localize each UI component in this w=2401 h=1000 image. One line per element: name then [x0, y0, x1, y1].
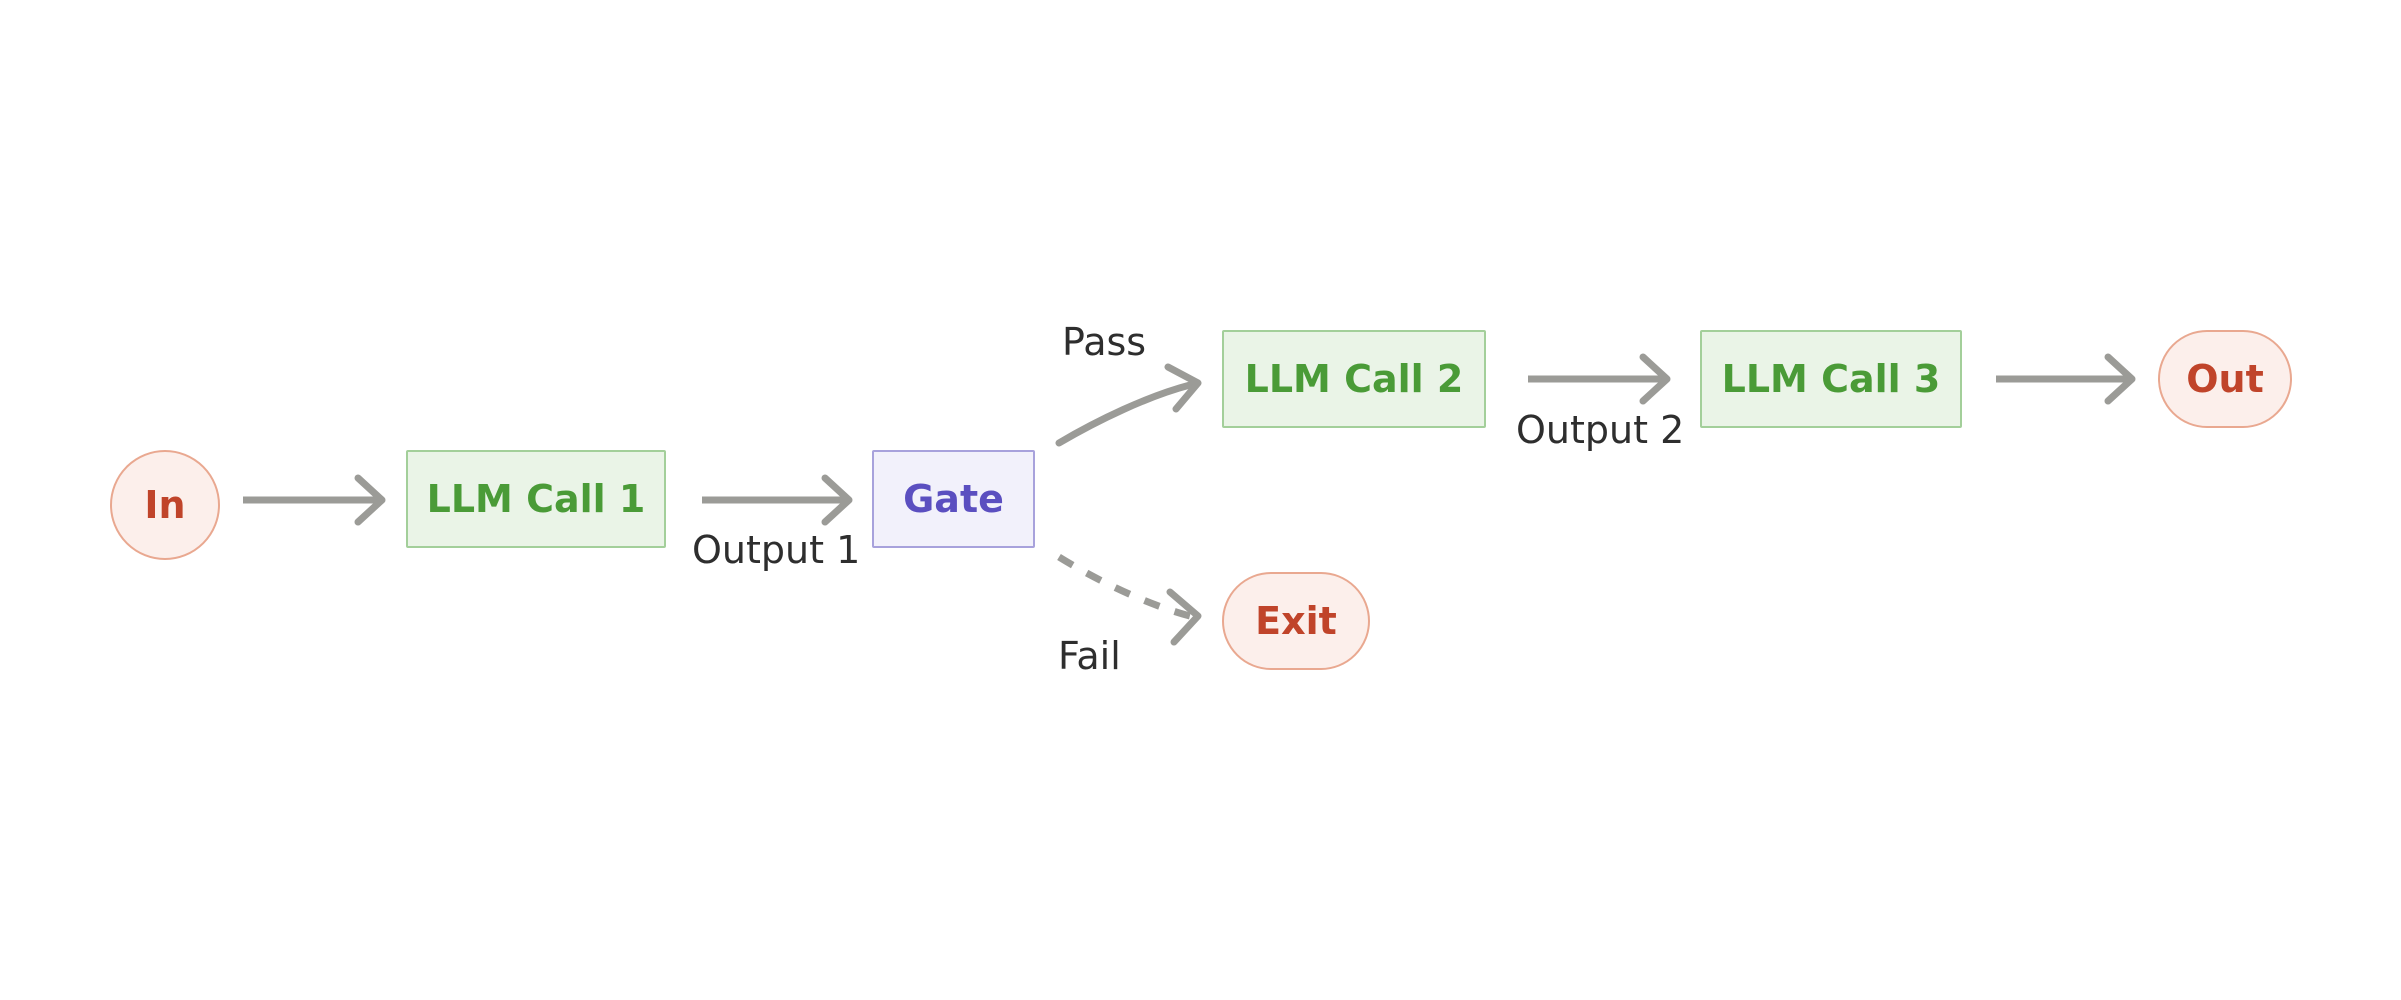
- node-llm-call-1-label: LLM Call 1: [426, 477, 646, 521]
- node-llm-call-1[interactable]: LLM Call 1: [406, 450, 666, 548]
- node-llm-call-3-label: LLM Call 3: [1721, 357, 1941, 401]
- node-out[interactable]: Out: [2158, 330, 2292, 428]
- edge-llm-call-3-to-out: [1996, 353, 2136, 405]
- node-exit[interactable]: Exit: [1222, 572, 1370, 670]
- node-llm-call-2-label: LLM Call 2: [1244, 357, 1464, 401]
- node-llm-call-3[interactable]: LLM Call 3: [1700, 330, 1962, 428]
- node-gate-label: Gate: [903, 477, 1004, 521]
- node-in[interactable]: In: [110, 450, 220, 560]
- node-out-label: Out: [2186, 357, 2264, 401]
- edge-label-output-2: Output 2: [1516, 408, 1685, 452]
- edge-label-fail: Fail: [1058, 634, 1121, 678]
- edge-label-pass: Pass: [1062, 320, 1147, 364]
- edge-llm-call-1-to-gate: [702, 474, 853, 526]
- node-in-label: In: [144, 483, 186, 527]
- edge-label-output-1: Output 1: [692, 528, 861, 572]
- node-llm-call-2[interactable]: LLM Call 2: [1222, 330, 1486, 428]
- edge-llm-call-2-to-llm-call-3: [1528, 353, 1671, 405]
- node-gate[interactable]: Gate: [872, 450, 1035, 548]
- edge-gate-to-llm-call-2: [1055, 363, 1202, 447]
- edge-in-to-llm-call-1: [243, 474, 386, 526]
- edge-gate-to-exit: [1057, 554, 1202, 646]
- node-exit-label: Exit: [1255, 599, 1337, 643]
